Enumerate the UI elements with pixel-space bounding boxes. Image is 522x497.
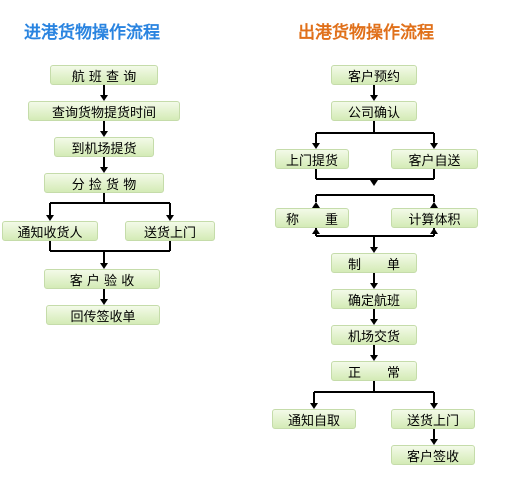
box-door-delivery: 送货上门 — [125, 221, 215, 241]
box-door-delivery-out: 送货上门 — [391, 409, 475, 429]
box-customer-inspect: 客 户 验 收 — [44, 269, 160, 289]
box-sort-goods: 分 捡 货 物 — [44, 173, 164, 193]
arrow-up — [430, 202, 438, 208]
arrow-down — [100, 131, 108, 137]
box-documentation: 制 单 — [331, 253, 417, 273]
arrow-down — [100, 95, 108, 101]
arrow-down — [100, 299, 108, 305]
arrow-down — [100, 263, 108, 269]
arrow-down — [310, 403, 318, 409]
arrow-down — [312, 143, 320, 149]
inbound-title: 进港货物操作流程 — [24, 23, 160, 43]
arrow-down — [370, 319, 378, 325]
arrow-down — [370, 355, 378, 361]
arrow-up — [312, 228, 320, 234]
box-confirm-flight: 确定航班 — [331, 289, 417, 309]
box-airport-pickup: 到机场提货 — [54, 137, 154, 157]
box-notify-self-collect: 通知自取 — [272, 409, 356, 429]
box-flight-query: 航 班 查 询 — [50, 65, 158, 85]
box-airport-handover: 机场交货 — [331, 325, 417, 345]
arrow-down — [430, 143, 438, 149]
arrow-up — [430, 228, 438, 234]
arrow-down — [166, 215, 174, 221]
arrow-down — [100, 167, 108, 173]
box-door-pickup: 上门提货 — [275, 149, 349, 169]
arrow-up — [312, 202, 320, 208]
box-notify-receiver: 通知收货人 — [2, 221, 98, 241]
arrow-down — [370, 180, 378, 186]
arrow-down — [430, 439, 438, 445]
box-customer-self-delivery: 客户自送 — [391, 149, 478, 169]
arrow-down — [370, 247, 378, 253]
box-calc-volume: 计算体积 — [391, 208, 478, 228]
arrow-down — [370, 95, 378, 101]
box-weighing: 称 重 — [275, 208, 349, 228]
box-company-confirm: 公司确认 — [331, 101, 417, 121]
outbound-title: 出港货物操作流程 — [298, 23, 434, 43]
arrow-down — [370, 283, 378, 289]
box-normal: 正 常 — [331, 361, 417, 381]
box-query-pickup-time: 查询货物提货时间 — [28, 101, 180, 121]
box-customer-booking: 客户预约 — [331, 65, 417, 85]
box-customer-sign: 客户签收 — [391, 445, 475, 465]
box-return-receipt: 回传签收单 — [46, 305, 160, 325]
arrow-down — [46, 215, 54, 221]
arrow-down — [430, 403, 438, 409]
